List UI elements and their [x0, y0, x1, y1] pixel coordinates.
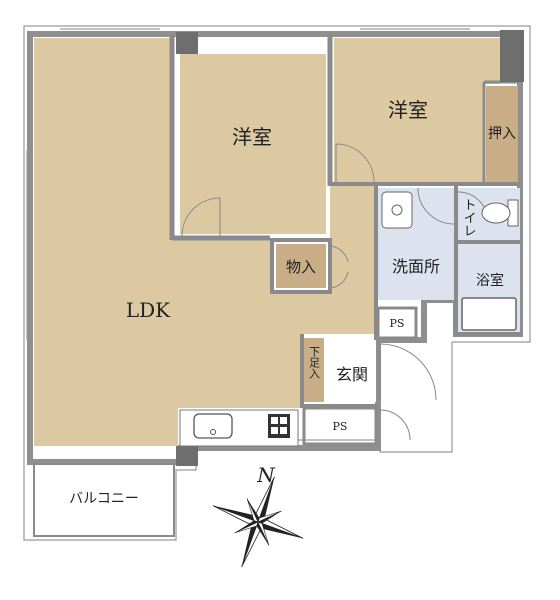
shoe-storage-floor: [304, 338, 324, 402]
entrance-floor: [326, 338, 376, 402]
bathtub-icon: [461, 297, 517, 331]
room-labels: LDK 洋室 洋室 押入 物入 洗面所 トイレ 浴室 玄関 下足入 PS PS …: [69, 98, 516, 507]
door-swings: [181, 143, 489, 441]
storage-label: 物入: [286, 258, 316, 276]
balcony-label: バルコニー: [69, 491, 139, 507]
structural-columns: [176, 30, 524, 466]
balcony-area: [33, 463, 175, 537]
ps-lower-label: PS: [333, 420, 348, 433]
closet-floor: [486, 86, 518, 182]
western-room-2-floor: [334, 38, 500, 182]
bathroom-label: 浴室: [476, 272, 504, 289]
compass-rose-icon: [212, 476, 304, 568]
western-room-1-floor: [180, 54, 326, 234]
kitchen-sink-icon: [193, 413, 233, 439]
wash-basin-icon: [381, 191, 413, 229]
western-room-2-label: 洋室: [388, 98, 428, 122]
toilet-label: トイレ: [461, 198, 476, 237]
window-marks: [26, 28, 470, 340]
storage-floor: [276, 244, 326, 288]
washroom-label: 洗面所: [392, 257, 440, 276]
western-room-1-label: 洋室: [232, 125, 272, 149]
shoe-storage-label: 下足入: [308, 346, 321, 379]
fixtures: [179, 191, 519, 447]
north-label: N: [256, 463, 276, 487]
ps-upper-label: PS: [390, 317, 405, 330]
toilet-bowl-icon: [481, 199, 519, 227]
entrance-label: 玄関: [336, 365, 368, 384]
ldk-floor: [34, 38, 374, 446]
closet-label: 押入: [488, 126, 516, 142]
stove-icon: [268, 414, 290, 438]
ldk-label: LDK: [126, 298, 171, 322]
